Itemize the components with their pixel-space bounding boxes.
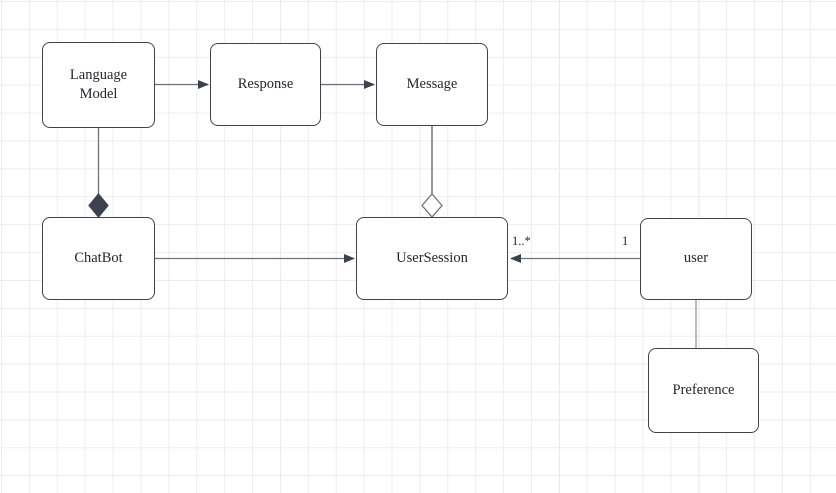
edge-language-model-to-chatbot <box>88 128 109 218</box>
node-label: Response <box>237 75 294 92</box>
node-label: user <box>683 250 709 267</box>
node-message[interactable]: Message <box>376 43 488 126</box>
node-user[interactable]: user <box>640 218 752 300</box>
node-chatbot[interactable]: ChatBot <box>42 217 155 300</box>
edge-label-multiplicity-many: 1..* <box>512 234 531 248</box>
edge-label-multiplicity-one: 1 <box>622 234 629 248</box>
filled-diamond-icon <box>88 193 109 218</box>
node-label: Preference <box>672 381 735 398</box>
node-response[interactable]: Response <box>210 43 321 126</box>
node-usersession[interactable]: UserSession <box>356 217 508 300</box>
node-label: ChatBot <box>74 249 123 266</box>
node-label: Language Model <box>69 66 128 102</box>
edge-message-to-usersession <box>421 126 443 218</box>
hollow-diamond-icon <box>421 193 443 218</box>
node-label: Message <box>406 75 458 92</box>
node-label: UserSession <box>396 249 468 266</box>
node-language-model[interactable]: Language Model <box>42 42 155 128</box>
node-preference[interactable]: Preference <box>648 348 759 433</box>
